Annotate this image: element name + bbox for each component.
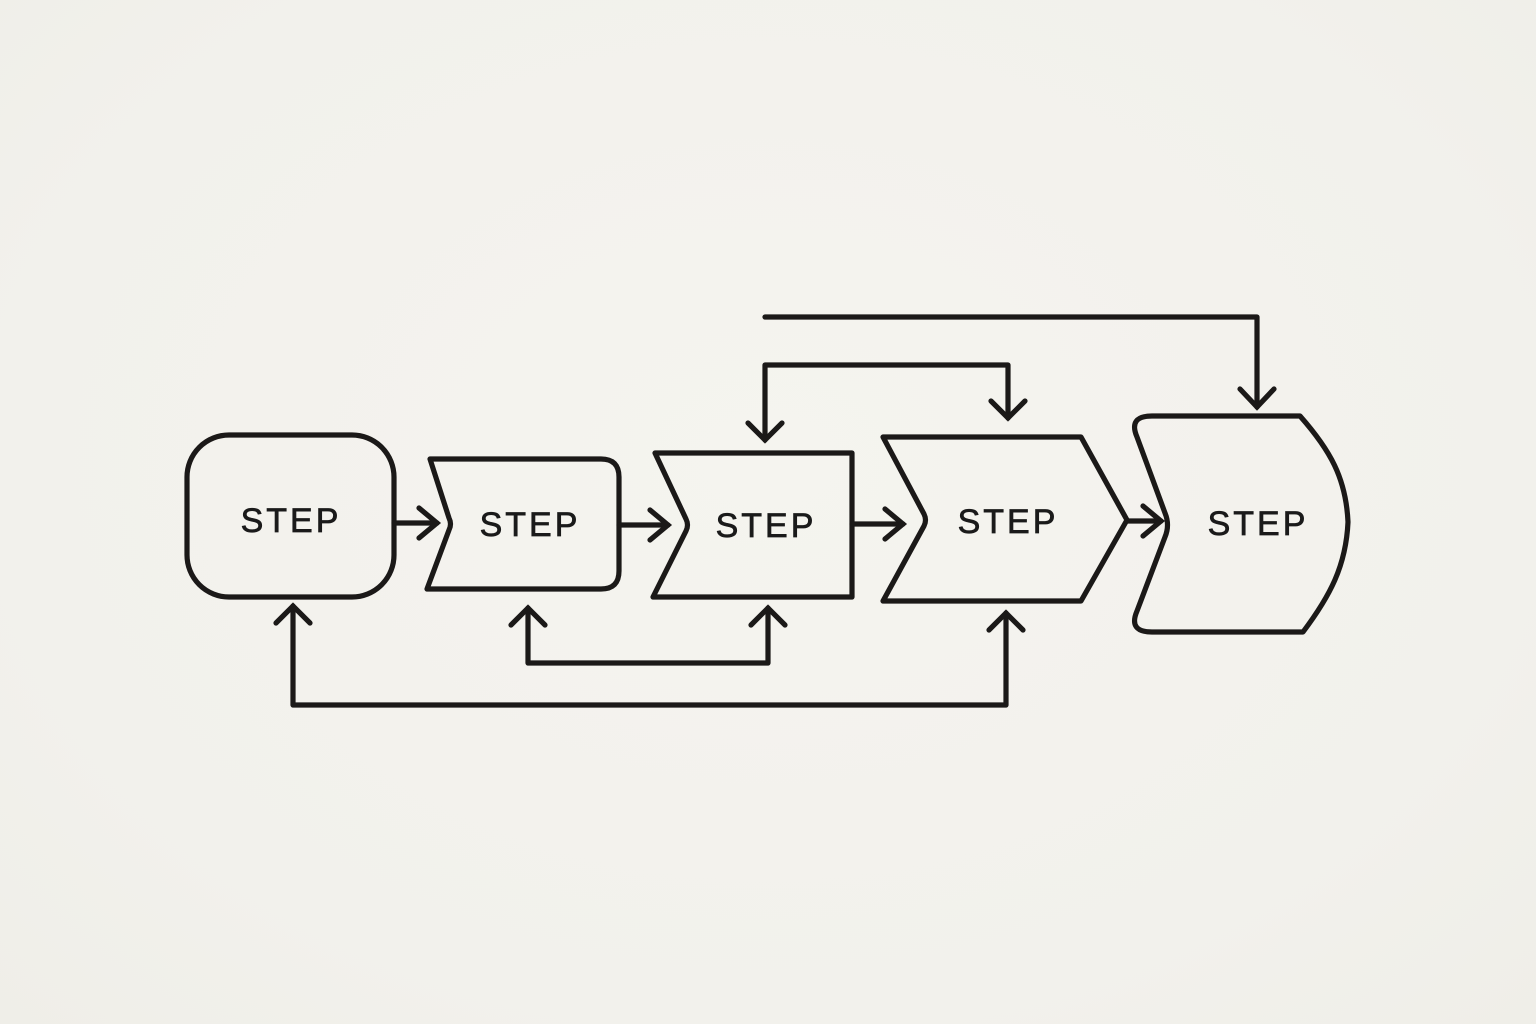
arrow-head-down-icon [1237,386,1277,411]
connector-line [525,605,771,666]
arrow-step4-step5 [1124,503,1166,539]
connector-line [762,314,1260,410]
step-5-shape [1131,413,1351,635]
step-1-label: STEP [241,502,342,540]
bottom-loop-connector-step1-step4 [273,602,1026,708]
node-step-2: STEP [424,456,622,592]
step-4-label: STEP [958,503,1059,541]
step-1-shape [184,432,397,600]
connector-line [290,603,1009,708]
arrow-step2-step3 [616,507,673,543]
top-loop-connector-step3-step4 [745,362,1028,444]
arrow-head-right-icon [647,507,673,543]
arrow-head-up-icon [748,604,788,628]
arrow-step3-step4 [849,506,908,542]
arrow-head-down-icon [988,398,1028,422]
node-step-4: STEP [880,434,1130,604]
node-step-5: STEP [1131,413,1351,635]
arrow-head-right-icon [882,506,908,542]
arrow-head-right-icon [416,505,442,541]
node-step-3: STEP [650,450,855,600]
step-2-shape [424,456,622,592]
step-4-shape [880,434,1130,604]
bottom-loop-connector-step2-step3 [508,604,788,666]
arrow-head-up-icon [508,604,548,628]
top-bypass-connector-to-step5 [762,314,1277,411]
node-step-1: STEP [184,432,397,600]
connector-line [762,362,1011,443]
arrow-head-right-icon [1140,503,1166,539]
step-3-label: STEP [716,507,817,545]
arrow-head-up-icon [986,609,1026,633]
arrow-head-down-icon [745,420,785,444]
step-3-shape [650,450,855,600]
step-2-label: STEP [480,506,581,544]
step-5-label: STEP [1208,505,1309,543]
arrow-step1-step2 [391,505,442,541]
arrow-head-up-icon [273,602,313,626]
